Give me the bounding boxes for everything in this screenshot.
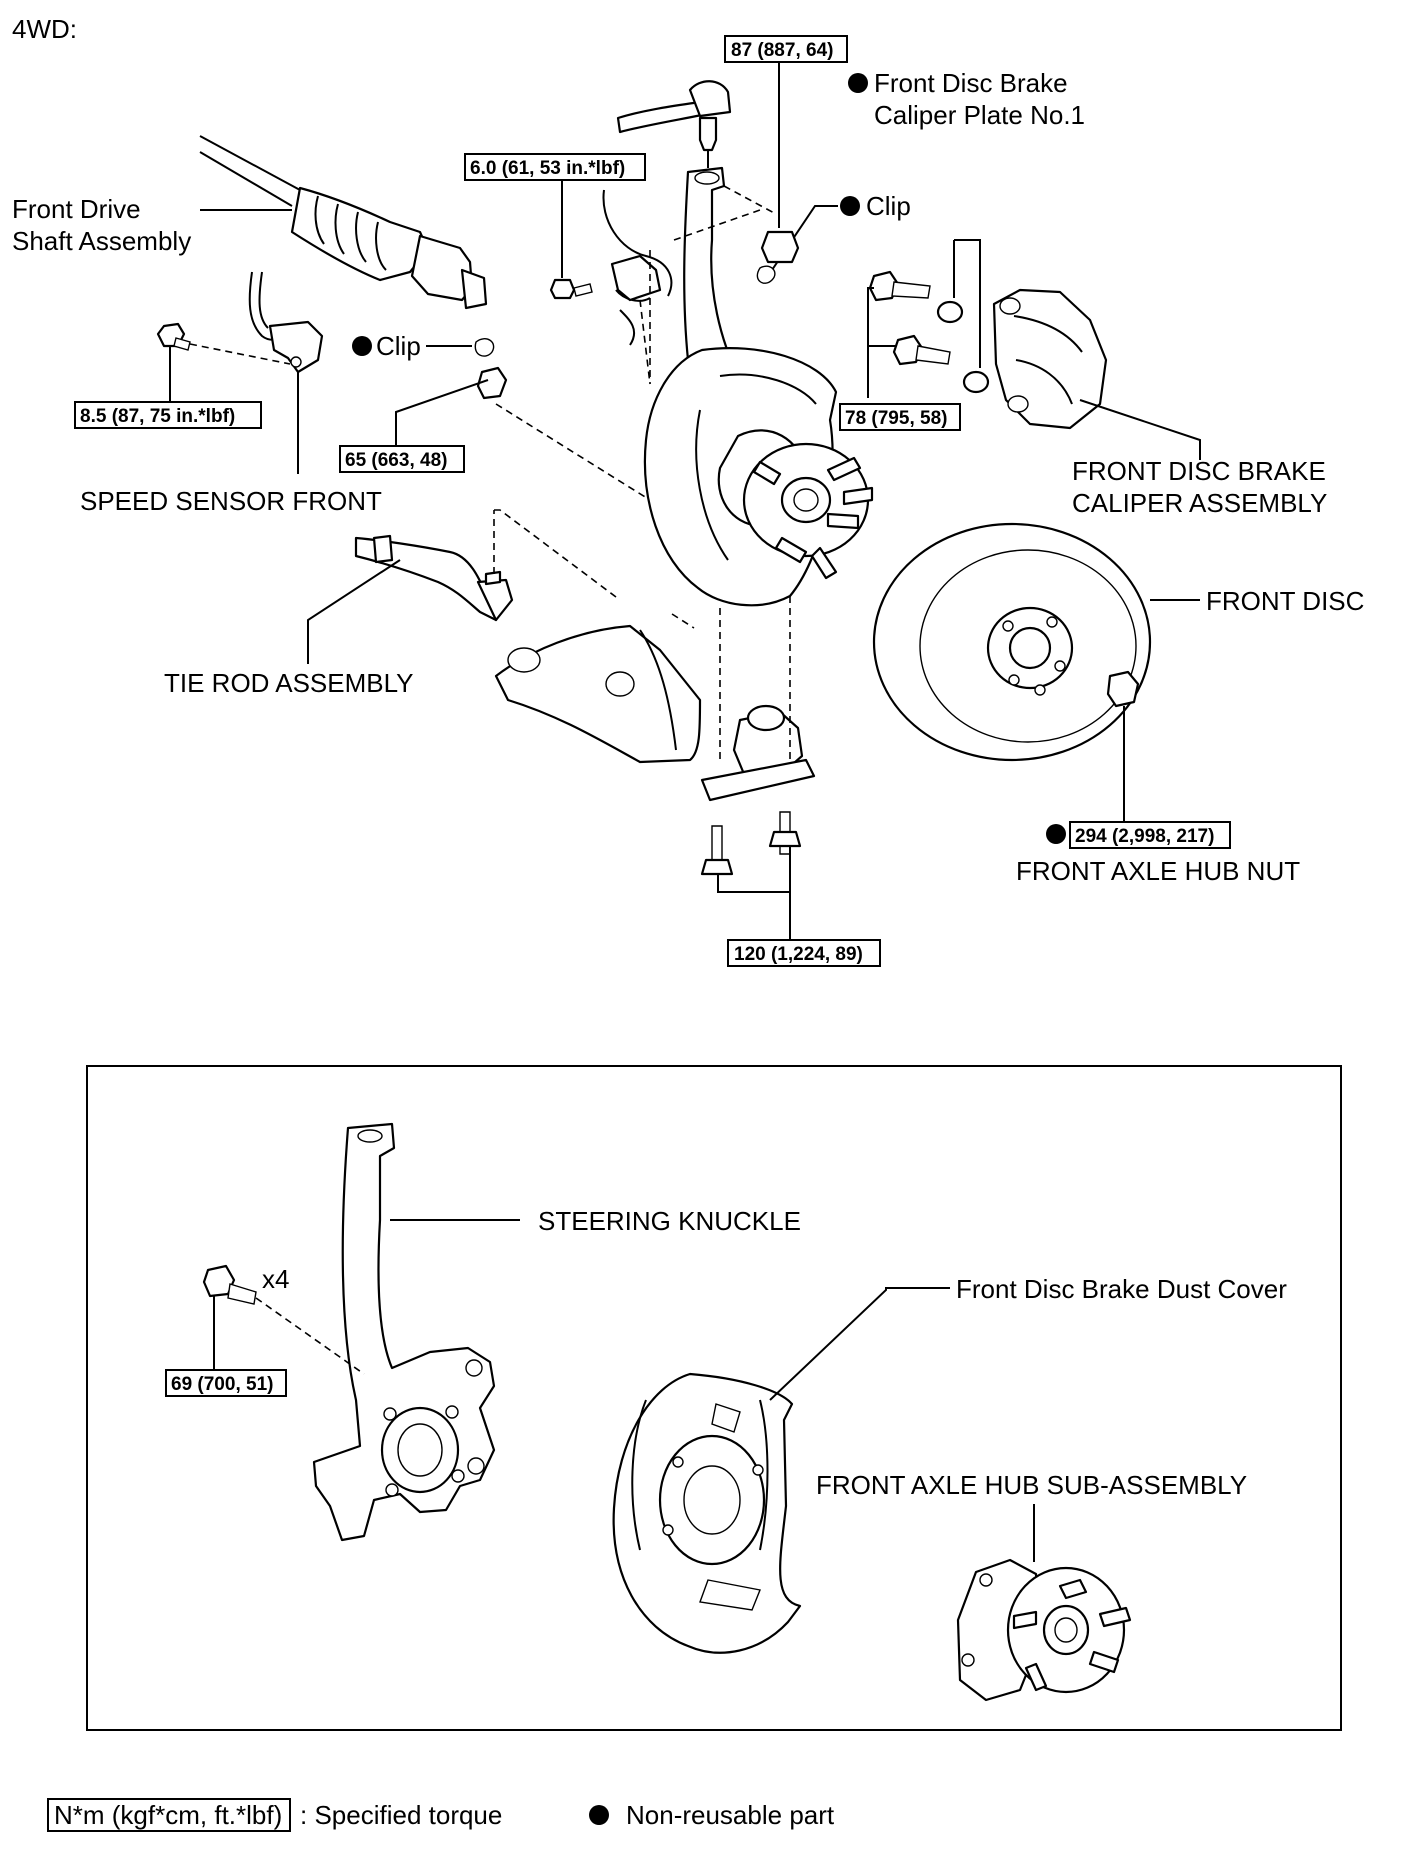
torque-120: 120 (1,224, 89) [734, 944, 863, 965]
torque-box-87 [724, 35, 848, 63]
caliper-plate-washer [962, 370, 990, 394]
legend-non-reusable-dot [589, 1805, 609, 1825]
torque-69: 69 (700, 51) [171, 1374, 273, 1395]
leader-tie-rod [307, 559, 401, 664]
caliper-assembly-label-1: FRONT DISC BRAKE [1072, 456, 1326, 486]
torque-box-6 [464, 153, 646, 181]
non-reusable-dot [352, 336, 372, 356]
bolt-6 [549, 278, 576, 300]
drive-shaft-label-1: Front Drive [12, 194, 141, 224]
caliper-plate-label-2: Caliper Plate No.1 [874, 100, 1085, 130]
torque-box-120 [727, 939, 881, 967]
legend-torque-box [47, 1798, 291, 1832]
speed-sensor-label: SPEED SENSOR FRONT [80, 486, 382, 516]
nut-65 [476, 366, 508, 400]
torque-294: 294 (2,998, 217) [1075, 826, 1214, 847]
leader-65 [395, 379, 489, 446]
leader-caliper [1079, 399, 1201, 460]
clip-part [756, 265, 776, 284]
steering-knuckle-label: STEERING KNUCKLE [538, 1206, 801, 1236]
hub-nut-part [1106, 670, 1140, 708]
quantity-label: x4 [262, 1264, 289, 1294]
torque-box-69 [165, 1369, 287, 1397]
non-reusable-dot [840, 196, 860, 216]
leader-dust-cover [769, 1287, 950, 1401]
hub-sub-assembly-part [956, 1558, 1132, 1702]
caliper-plate-label-1: Front Disc Brake [874, 68, 1068, 98]
torque-box-65 [339, 445, 465, 473]
lower-control-arm [494, 596, 816, 802]
tie-rod-label: TIE ROD ASSEMBLY [164, 668, 413, 698]
hub-knuckle-assembly [643, 347, 874, 607]
torque-box-78 [839, 403, 961, 431]
dust-cover-label: Front Disc Brake Dust Cover [956, 1274, 1287, 1304]
clip-left-label: Clip [376, 331, 421, 361]
torque-65: 65 (663, 48) [345, 450, 447, 471]
sub-components-frame [86, 1065, 1342, 1731]
upper-arm-ball-joint [616, 80, 732, 168]
torque-box-294 [1069, 821, 1231, 849]
clip-upper-label: Clip [866, 191, 911, 221]
dust-cover-part [612, 1372, 802, 1654]
front-disc-label: FRONT DISC [1206, 586, 1364, 616]
brake-hose-bracket [602, 189, 673, 385]
torque-78: 78 (795, 58) [845, 408, 947, 429]
front-disc-part [872, 522, 1152, 762]
hub-nut-label: FRONT AXLE HUB NUT [1016, 856, 1300, 886]
clip-left-part [474, 338, 495, 357]
torque-8-5: 8.5 (87, 75 in.*lbf) [80, 406, 235, 427]
non-reusable-dot [848, 73, 868, 93]
speed-sensor-part [248, 271, 324, 374]
legend-torque-desc: : Specified torque [300, 1800, 502, 1830]
tie-rod-part [354, 534, 514, 622]
non-reusable-dot [1046, 824, 1066, 844]
caliper-assembly-label-2: CALIPER ASSEMBLY [1072, 488, 1327, 518]
lower-bolts [700, 811, 802, 876]
drive-shaft-label-2: Shaft Assembly [12, 226, 191, 256]
caliper-bolts [868, 270, 951, 366]
caliper-assembly-part [992, 288, 1108, 430]
caliper-plate-washer [936, 300, 964, 324]
legend-torque-unit: N*m (kgf*cm, ft.*lbf) [54, 1800, 282, 1830]
front-drive-shaft [199, 135, 488, 310]
torque-6: 6.0 (61, 53 in.*lbf) [470, 158, 625, 179]
torque-box-8-5 [74, 401, 262, 429]
ball-joint-nut [760, 230, 800, 264]
steering-knuckle-part [312, 1122, 496, 1542]
hub-sub-label: FRONT AXLE HUB SUB-ASSEMBLY [816, 1470, 1247, 1500]
torque-87: 87 (887, 64) [731, 40, 833, 61]
legend-non-reusable-desc: Non-reusable part [626, 1800, 835, 1830]
variant-label: 4WD: [12, 14, 77, 44]
